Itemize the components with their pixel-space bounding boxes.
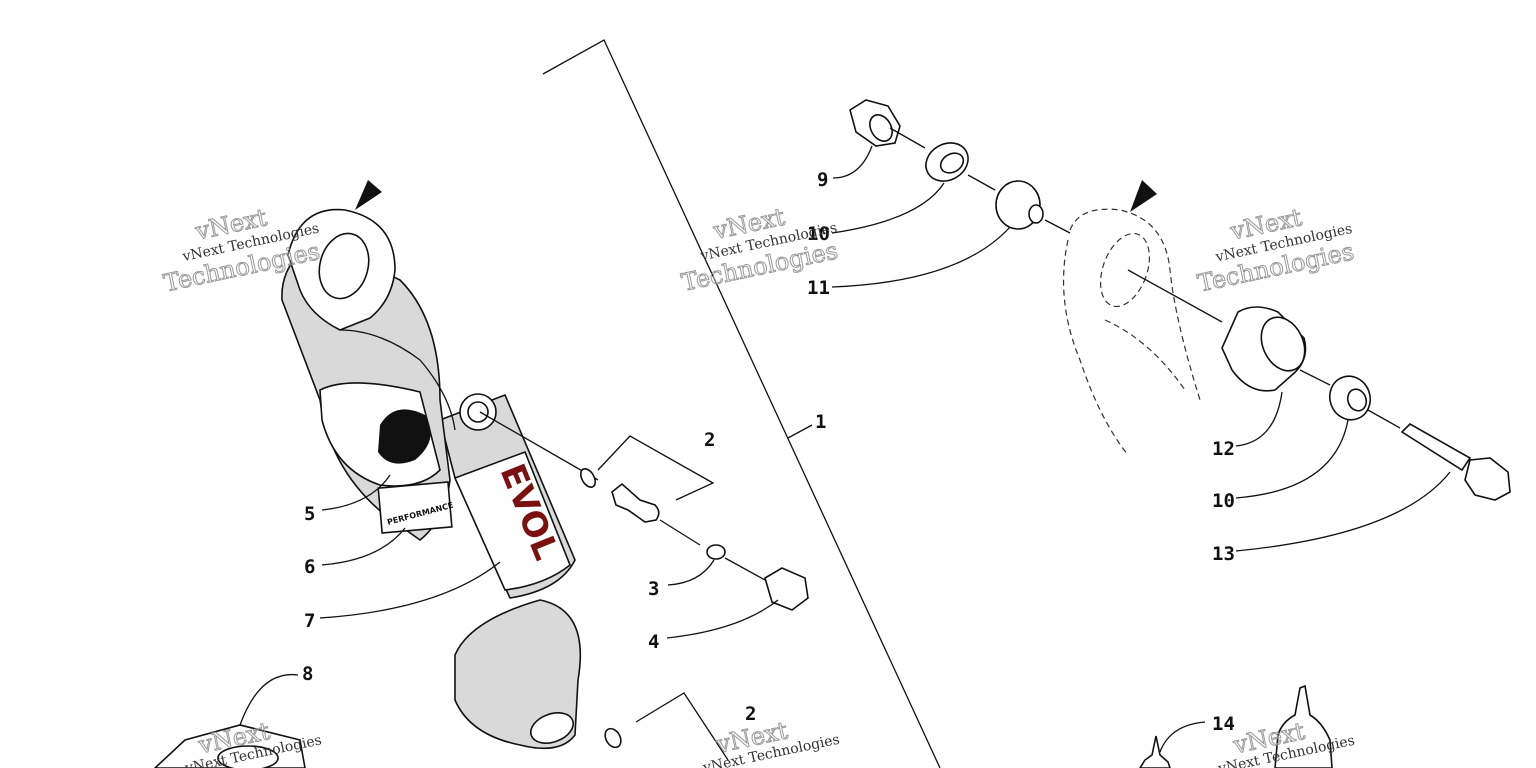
callout-10-upper: 10 <box>807 223 830 245</box>
lubricant-bottles <box>1139 684 1333 768</box>
orientation-arrow-icon <box>355 180 382 210</box>
callout-11: 11 <box>807 277 830 299</box>
callout-1: 1 <box>815 411 826 433</box>
callout-2-lower: 2 <box>745 703 756 725</box>
callout-4: 4 <box>648 631 659 653</box>
mounting-hardware-lower <box>1127 269 1511 501</box>
spring-seat-partial <box>153 724 306 768</box>
assembly-bracket <box>542 39 941 768</box>
callout-9: 9 <box>817 169 828 191</box>
callout-6: 6 <box>304 556 315 578</box>
shock-outline-reference <box>1062 180 1201 456</box>
callout-10-lower: 10 <box>1212 490 1235 512</box>
watermark-bottom-center: vNext vNext Technologies <box>701 716 841 768</box>
callout-13: 13 <box>1212 543 1235 565</box>
callout-8: 8 <box>302 663 313 685</box>
callout-14: 14 <box>1212 713 1235 735</box>
callout-12: 12 <box>1212 438 1235 460</box>
orientation-arrow-icon <box>1130 180 1157 212</box>
callout-2-upper: 2 <box>704 429 715 451</box>
watermark-top-right: vNext vNext Technologies Technologies <box>1195 203 1357 298</box>
mounting-hardware-upper <box>849 99 1071 234</box>
callout-labels: 1 2 2 3 4 5 6 7 8 9 10 10 11 12 13 14 <box>302 169 1235 735</box>
callout-3: 3 <box>648 578 659 600</box>
shock-absorber: EVOL PERFORMANCE <box>281 180 582 750</box>
callout-5: 5 <box>304 503 315 525</box>
callout-7: 7 <box>304 610 315 632</box>
valve-parts <box>479 411 809 761</box>
callout-leaders <box>239 145 1451 753</box>
